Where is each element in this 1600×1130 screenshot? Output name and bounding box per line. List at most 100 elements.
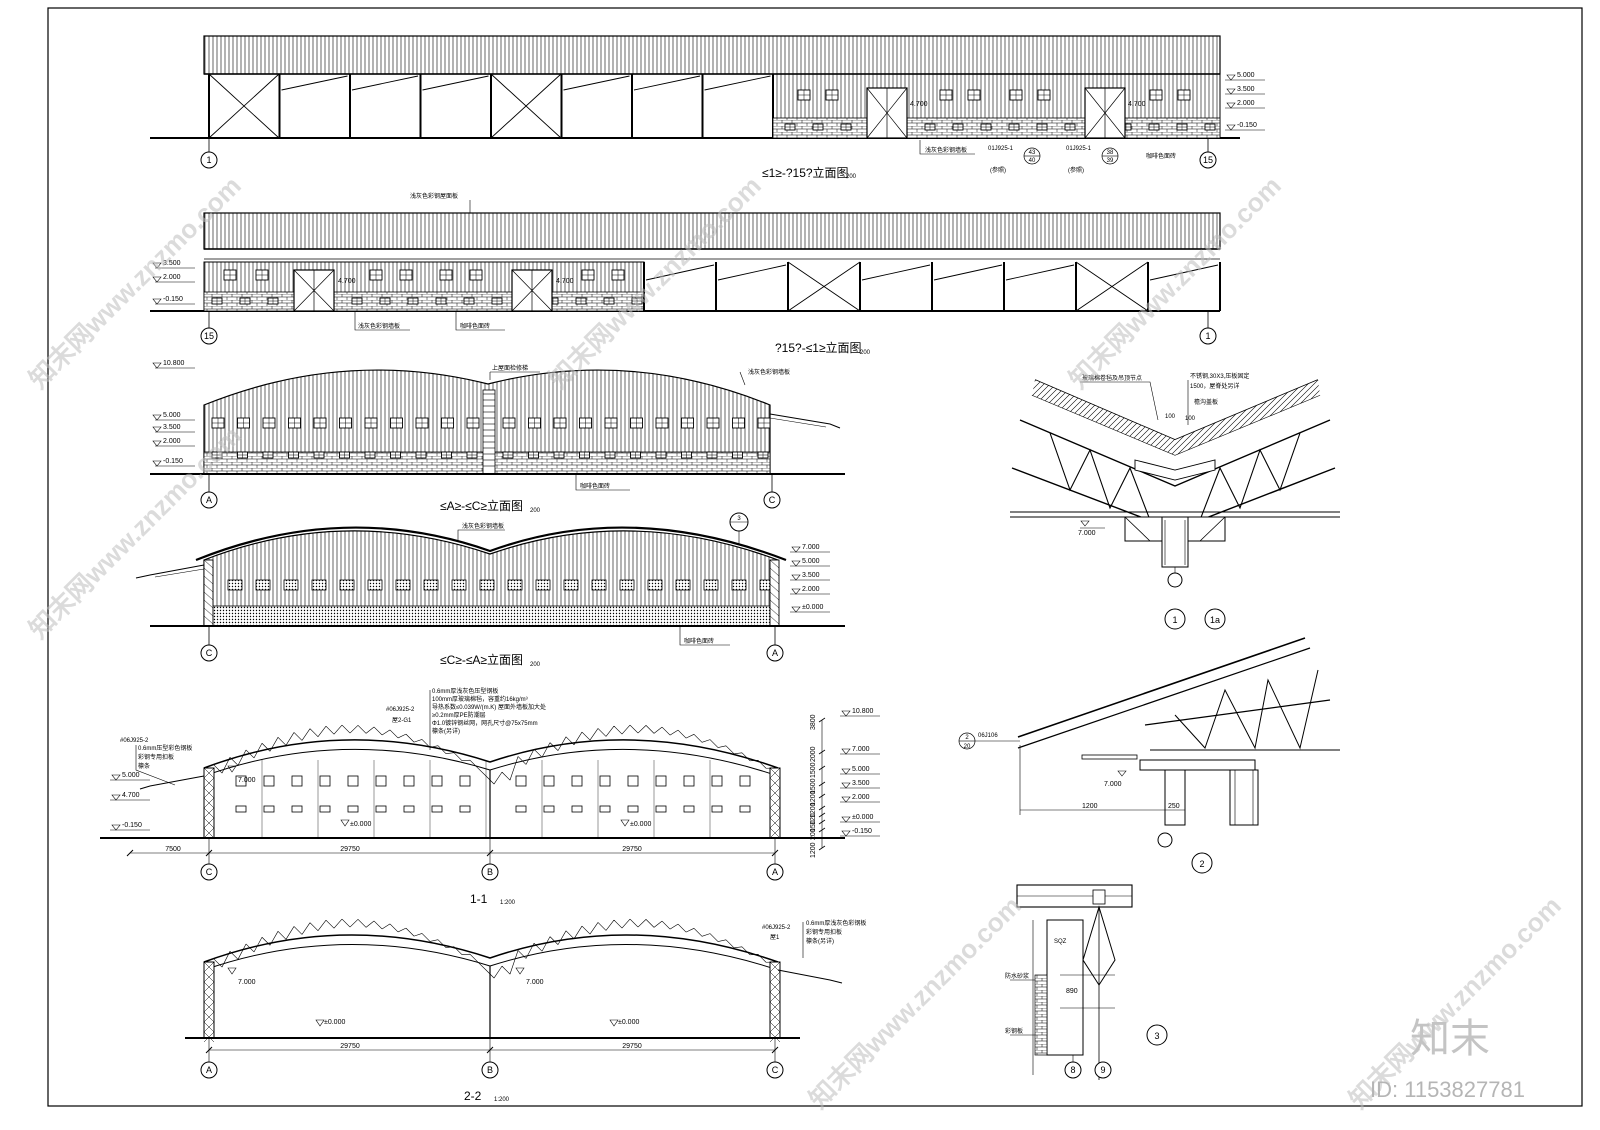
- lattice: [769, 583, 780, 593]
- e1-scale: 200: [846, 174, 857, 180]
- column-lattice: [769, 827, 781, 839]
- s2-roof-2: 檩条(另详): [806, 937, 834, 945]
- s1-left-note-1: 0.6mm压型彩色钢板: [138, 744, 192, 752]
- d2-level: 7.000: [1104, 781, 1122, 788]
- window: [683, 775, 695, 787]
- window-mullion: [470, 270, 482, 280]
- window-mullion: [237, 418, 250, 428]
- gate: [633, 75, 701, 91]
- window-mullion: [681, 452, 692, 458]
- window-mullion: [212, 418, 224, 428]
- window-mullion: [314, 452, 324, 458]
- column-lattice: [203, 981, 215, 993]
- level-label: 2.000: [802, 586, 820, 593]
- louver-window: [619, 579, 635, 591]
- level-label: 3.500: [163, 260, 181, 267]
- level-marker: [791, 546, 801, 553]
- level-marker: [1226, 102, 1236, 109]
- column-lattice: [203, 827, 215, 839]
- level-label: 2.000: [852, 794, 870, 801]
- level-label: 2.000: [1237, 100, 1255, 107]
- s2-scale: 1:200: [494, 1097, 510, 1103]
- eac-scale: 200: [530, 508, 541, 514]
- eca-scale: 200: [530, 662, 541, 668]
- watermark-logo: 知末: [1410, 1016, 1490, 1062]
- detail-2: 1200 250 7.000 2 20 06J106 2: [958, 637, 1340, 874]
- s2-inner-2: ±0.000: [324, 1019, 345, 1026]
- s2-roof-ref: #06J925-2: [762, 925, 791, 931]
- e1-note-1: 01J925-1: [988, 146, 1014, 152]
- s1-roof-2: 导热系数≤0.039W/(m.K) 屋面外墙板加大处: [432, 703, 546, 711]
- column-lattice: [769, 797, 781, 809]
- d2-ref: 06J106: [978, 733, 998, 739]
- e2-door-level-2: 4.700: [556, 278, 574, 285]
- window-mullion: [390, 418, 403, 428]
- window-mullion: [370, 270, 382, 280]
- vdim-tick: [818, 812, 826, 818]
- window-mullion: [1149, 124, 1159, 130]
- window: [403, 775, 415, 787]
- lattice: [769, 607, 780, 617]
- s2-inner-3: ±0.000: [618, 1019, 639, 1026]
- d3-note-1: 防水砂浆: [1005, 972, 1029, 980]
- gate: [704, 75, 771, 91]
- cross-brace: [787, 261, 861, 312]
- s2-roof-0: 0.6mm厚浅灰色彩钢板: [806, 919, 866, 927]
- window-mullion: [630, 418, 643, 428]
- s1-left-note-2: 彩钢专用扣板: [138, 753, 174, 761]
- level-label: 10.800: [163, 360, 185, 367]
- eac-title: ≤A≥-≤C≥立面图: [440, 498, 523, 513]
- level-marker: [152, 362, 162, 369]
- vdim-tick: [818, 793, 826, 799]
- louver-window: [423, 579, 439, 591]
- s1-title: 1-1: [470, 892, 488, 906]
- column-lattice: [769, 777, 781, 789]
- d1-label-1: 1a: [1210, 615, 1220, 625]
- level-marker: [841, 782, 851, 789]
- e2-axis-right: 1: [1205, 331, 1210, 341]
- s1-roof-4: Φ1.0镀锌钢丝网，网孔尺寸@75x75mm: [432, 719, 538, 727]
- eac-axis-right: C: [769, 495, 776, 505]
- window-mullion: [339, 452, 350, 458]
- d1-note-3: 檐沟盖板: [1194, 398, 1218, 406]
- column-lattice: [769, 991, 781, 1003]
- window-low: [599, 805, 611, 813]
- window-mullion: [813, 124, 823, 130]
- window-low: [459, 805, 471, 813]
- louver-window: [395, 579, 411, 591]
- level-marker: [152, 262, 162, 269]
- level-marker: [152, 426, 162, 433]
- eca-axis-left: C: [206, 648, 213, 658]
- level-label: 2.000: [163, 438, 181, 445]
- lattice: [769, 575, 780, 585]
- vdim-tick: [818, 805, 826, 811]
- gate: [933, 264, 1003, 281]
- level-label: -0.150: [163, 296, 183, 303]
- column-lattice: [203, 787, 215, 799]
- window-mullion: [582, 270, 594, 280]
- watermarks: 知末网www.znzmo.com 知末网www.znzmo.com 知末网www…: [23, 170, 1567, 1114]
- axis-bubble: [766, 863, 784, 881]
- gate: [351, 75, 419, 91]
- e1-axis-right: 15: [1203, 155, 1213, 165]
- louver-window: [479, 579, 495, 591]
- window-mullion: [528, 418, 541, 428]
- e1-door-level-2: 4.700: [1128, 101, 1146, 108]
- level-marker: [841, 830, 851, 837]
- d2-dim-0: 1200: [1082, 803, 1098, 810]
- window-low: [431, 805, 443, 813]
- window-low: [347, 805, 359, 813]
- window-mullion: [240, 298, 250, 304]
- s1-roof-ref-1: 屋2-G1: [392, 717, 412, 724]
- d3-note-2: 彩钢板: [1005, 1027, 1023, 1035]
- eac-note-0: 上屋面检修梯: [492, 364, 528, 372]
- vdim-tick: [818, 819, 826, 825]
- d2-dim-1: 250: [1168, 803, 1180, 810]
- level-label: 5.000: [163, 412, 181, 419]
- s1-dim-1: 29750: [340, 846, 360, 853]
- window: [459, 775, 471, 787]
- window-mullion: [224, 270, 236, 280]
- louver-window: [731, 579, 747, 591]
- cross-brace: [490, 73, 562, 139]
